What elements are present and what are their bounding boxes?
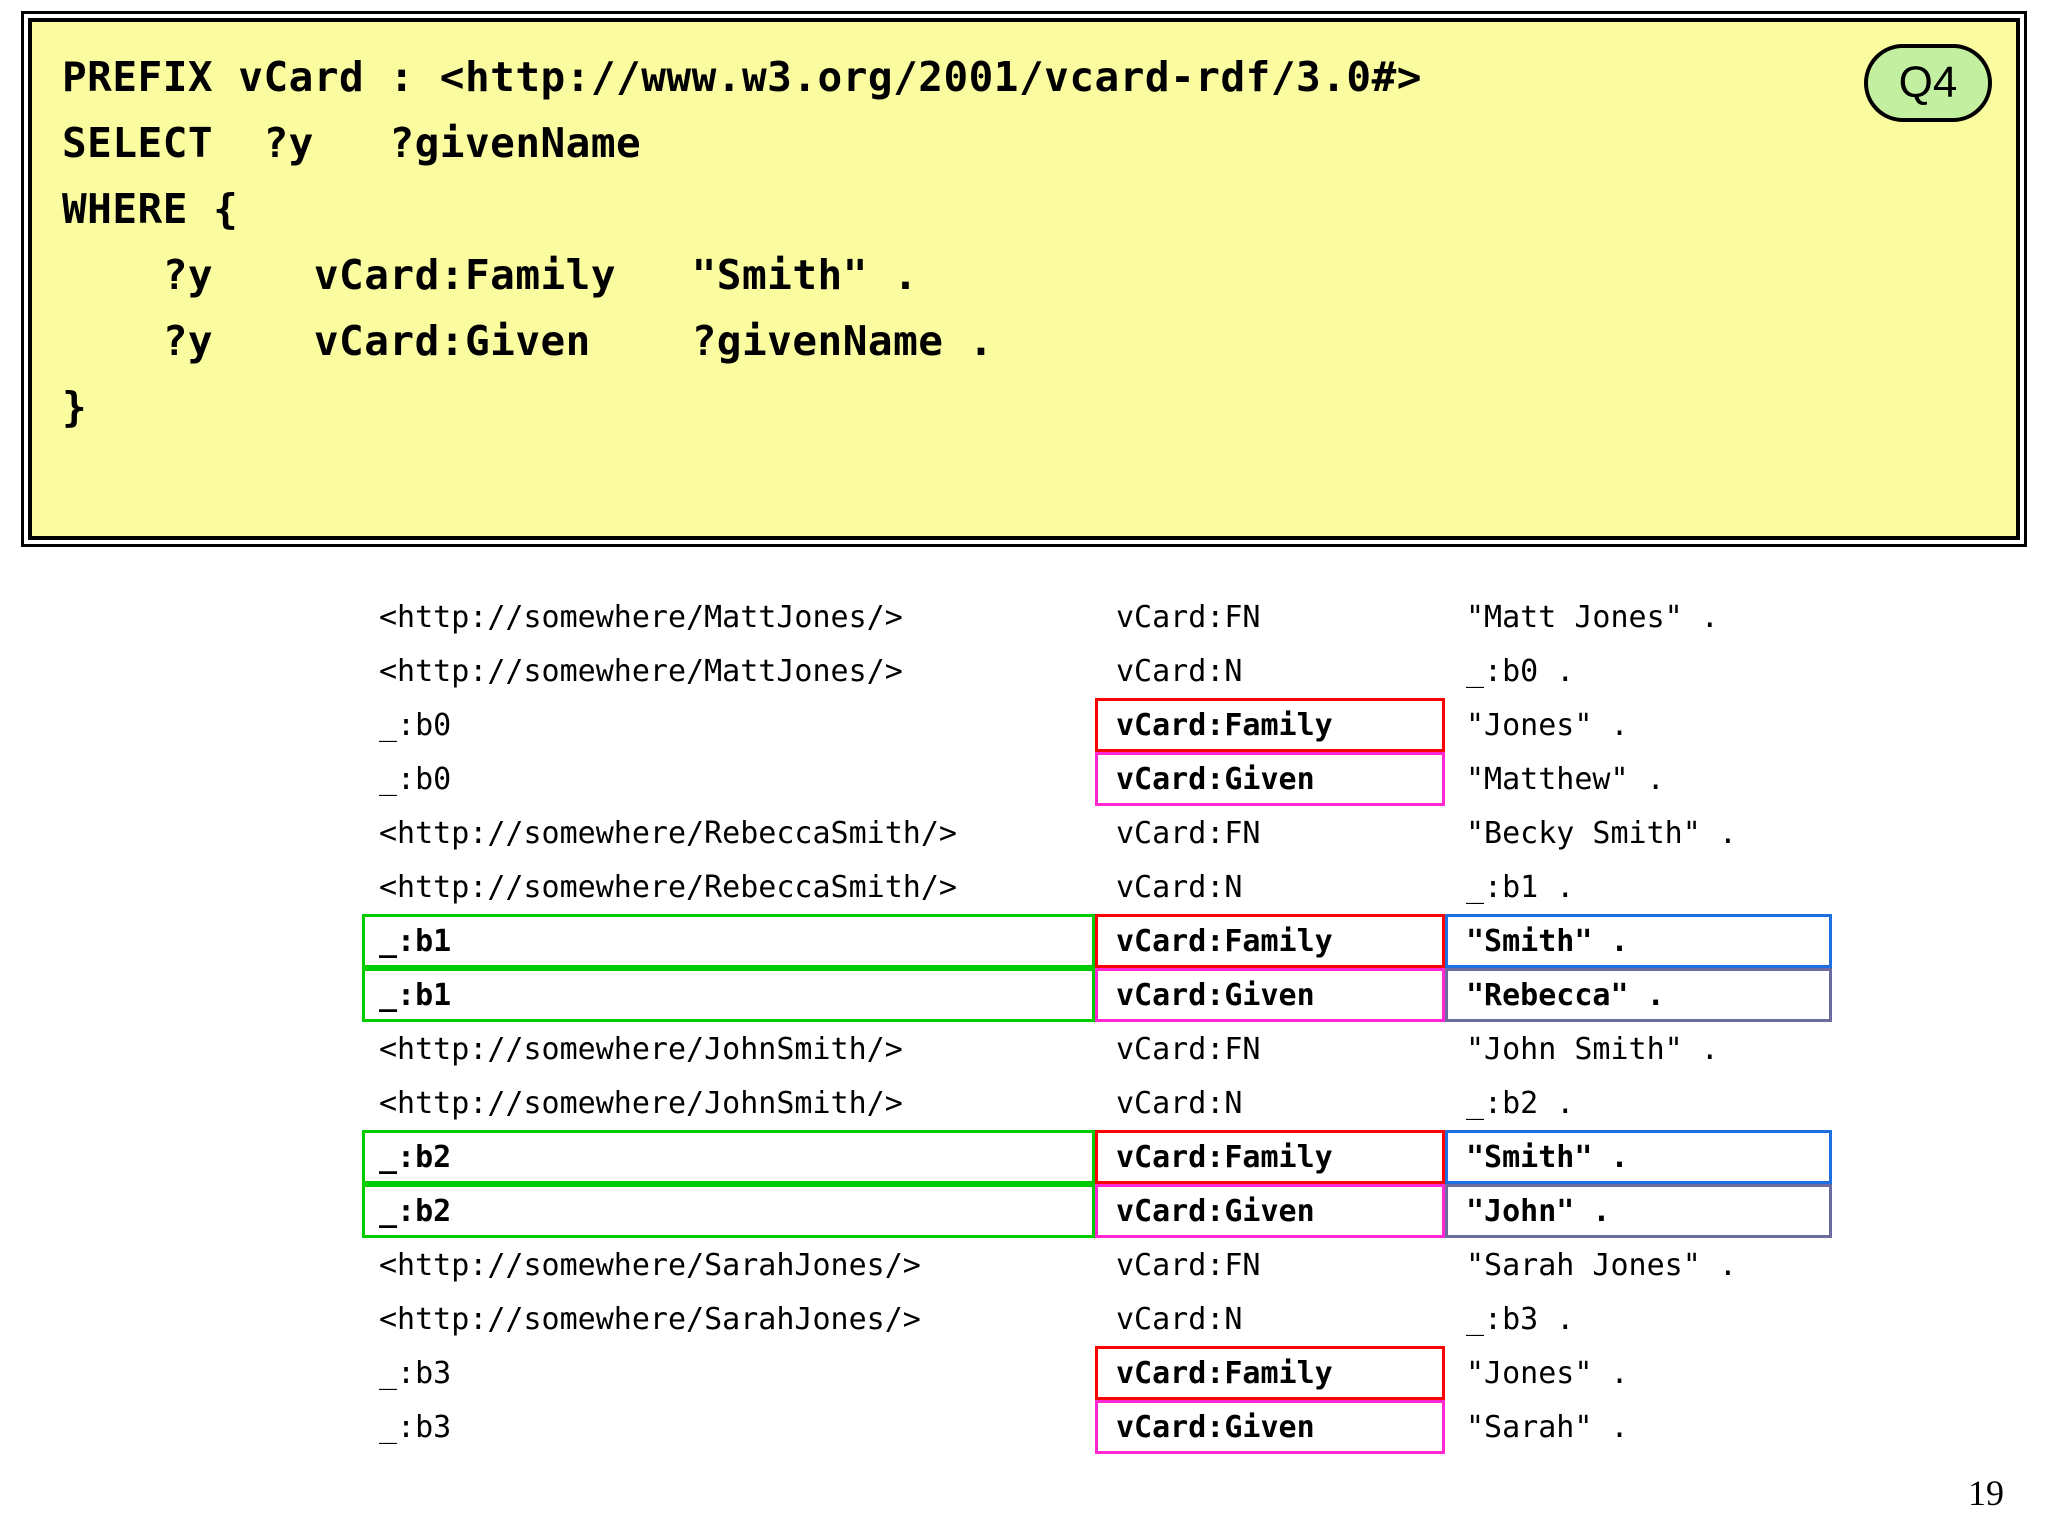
triple-predicate: vCard:Given: [1095, 968, 1445, 1022]
triple-predicate: vCard:Given: [1095, 752, 1445, 806]
triple-object: "Matt Jones" .: [1466, 599, 1719, 635]
triple-subject: _:b1: [362, 968, 1095, 1022]
rdf-triples-table: <http://somewhere/MattJones/> vCard:FN "Ma…: [362, 590, 1832, 1454]
table-row: _:b0 vCard:Given "Matthew" .: [362, 752, 1832, 806]
table-row: _:b3 vCard:Given "Sarah" .: [362, 1400, 1832, 1454]
triple-predicate: vCard:FN: [1116, 599, 1261, 635]
table-row: <http://somewhere/MattJones/> vCard:N _:b0…: [362, 644, 1832, 698]
triple-subject: <http://somewhere/SarahJones/>: [379, 1301, 921, 1337]
triple-predicate: vCard:FN: [1116, 815, 1261, 851]
triple-predicate: vCard:FN: [1116, 1031, 1261, 1067]
triple-object: _:b0 .: [1466, 653, 1575, 689]
triple-object: "Jones" .: [1466, 707, 1629, 743]
table-row: <http://somewhere/SarahJones/> vCard:N _:b…: [362, 1292, 1832, 1346]
triple-predicate: vCard:FN: [1116, 1247, 1261, 1283]
triple-predicate: vCard:Given: [1095, 1184, 1445, 1238]
triple-predicate: vCard:N: [1116, 869, 1243, 905]
triple-subject: <http://somewhere/RebeccaSmith/>: [379, 869, 957, 905]
table-row: <http://somewhere/JohnSmith/> vCard:N _:b2…: [362, 1076, 1832, 1130]
triple-predicate: vCard:Given: [1095, 1400, 1445, 1454]
triple-object: "Smith" .: [1445, 914, 1832, 968]
triple-subject: <http://somewhere/JohnSmith/>: [379, 1031, 903, 1067]
table-row: <http://somewhere/SarahJones/> vCard:FN "S…: [362, 1238, 1832, 1292]
triple-subject: <http://somewhere/RebeccaSmith/>: [379, 815, 957, 851]
triple-object: "Sarah" .: [1466, 1409, 1629, 1445]
triple-subject: _:b2: [362, 1184, 1095, 1238]
triple-object: "Jones" .: [1466, 1355, 1629, 1391]
triple-object: "John Smith" .: [1466, 1031, 1719, 1067]
table-row: <http://somewhere/RebeccaSmith/> vCard:FN…: [362, 806, 1832, 860]
triple-subject: _:b1: [362, 914, 1095, 968]
triple-predicate: vCard:N: [1116, 1085, 1243, 1121]
table-row: <http://somewhere/RebeccaSmith/> vCard:N _…: [362, 860, 1832, 914]
triple-subject: <http://somewhere/JohnSmith/>: [379, 1085, 903, 1121]
question-badge-label: Q4: [1898, 58, 1958, 107]
triple-subject: _:b0: [379, 761, 452, 797]
triple-predicate: vCard:Family: [1095, 1346, 1445, 1400]
triple-predicate: vCard:N: [1116, 653, 1243, 689]
triple-subject: _:b0: [379, 707, 452, 743]
sparql-query-box: PREFIX vCard : <http://www.w3.org/2001/v…: [21, 11, 2027, 547]
triple-object: "Rebecca" .: [1445, 968, 1832, 1022]
sparql-query-text: PREFIX vCard : <http://www.w3.org/2001/v…: [62, 53, 1422, 431]
triple-subject: _:b3: [379, 1355, 452, 1391]
triple-object: "Smith" .: [1445, 1130, 1832, 1184]
triple-object: "John" .: [1445, 1184, 1832, 1238]
triple-subject: _:b2: [362, 1130, 1095, 1184]
triple-subject: <http://somewhere/MattJones/>: [379, 599, 903, 635]
table-row: <http://somewhere/JohnSmith/> vCard:FN "Jo…: [362, 1022, 1832, 1076]
question-badge: Q4: [1864, 44, 1992, 122]
triple-object: _:b3 .: [1466, 1301, 1575, 1337]
triple-predicate: vCard:N: [1116, 1301, 1243, 1337]
triple-predicate: vCard:Family: [1095, 1130, 1445, 1184]
triple-object: "Matthew" .: [1466, 761, 1665, 797]
table-row: _:b3 vCard:Family "Jones" .: [362, 1346, 1832, 1400]
triple-object: _:b1 .: [1466, 869, 1575, 905]
triple-object: "Becky Smith" .: [1466, 815, 1737, 851]
triple-subject: _:b3: [379, 1409, 452, 1445]
table-row: _:b0 vCard:Family "Jones" .: [362, 698, 1832, 752]
triple-predicate: vCard:Family: [1095, 914, 1445, 968]
page-number: 19: [1968, 1473, 2004, 1513]
triple-object: _:b2 .: [1466, 1085, 1575, 1121]
triple-object: "Sarah Jones" .: [1466, 1247, 1737, 1283]
triple-subject: <http://somewhere/MattJones/>: [379, 653, 903, 689]
triple-subject: <http://somewhere/SarahJones/>: [379, 1247, 921, 1283]
table-row: <http://somewhere/MattJones/> vCard:FN "Ma…: [362, 590, 1832, 644]
triple-predicate: vCard:Family: [1095, 698, 1445, 752]
